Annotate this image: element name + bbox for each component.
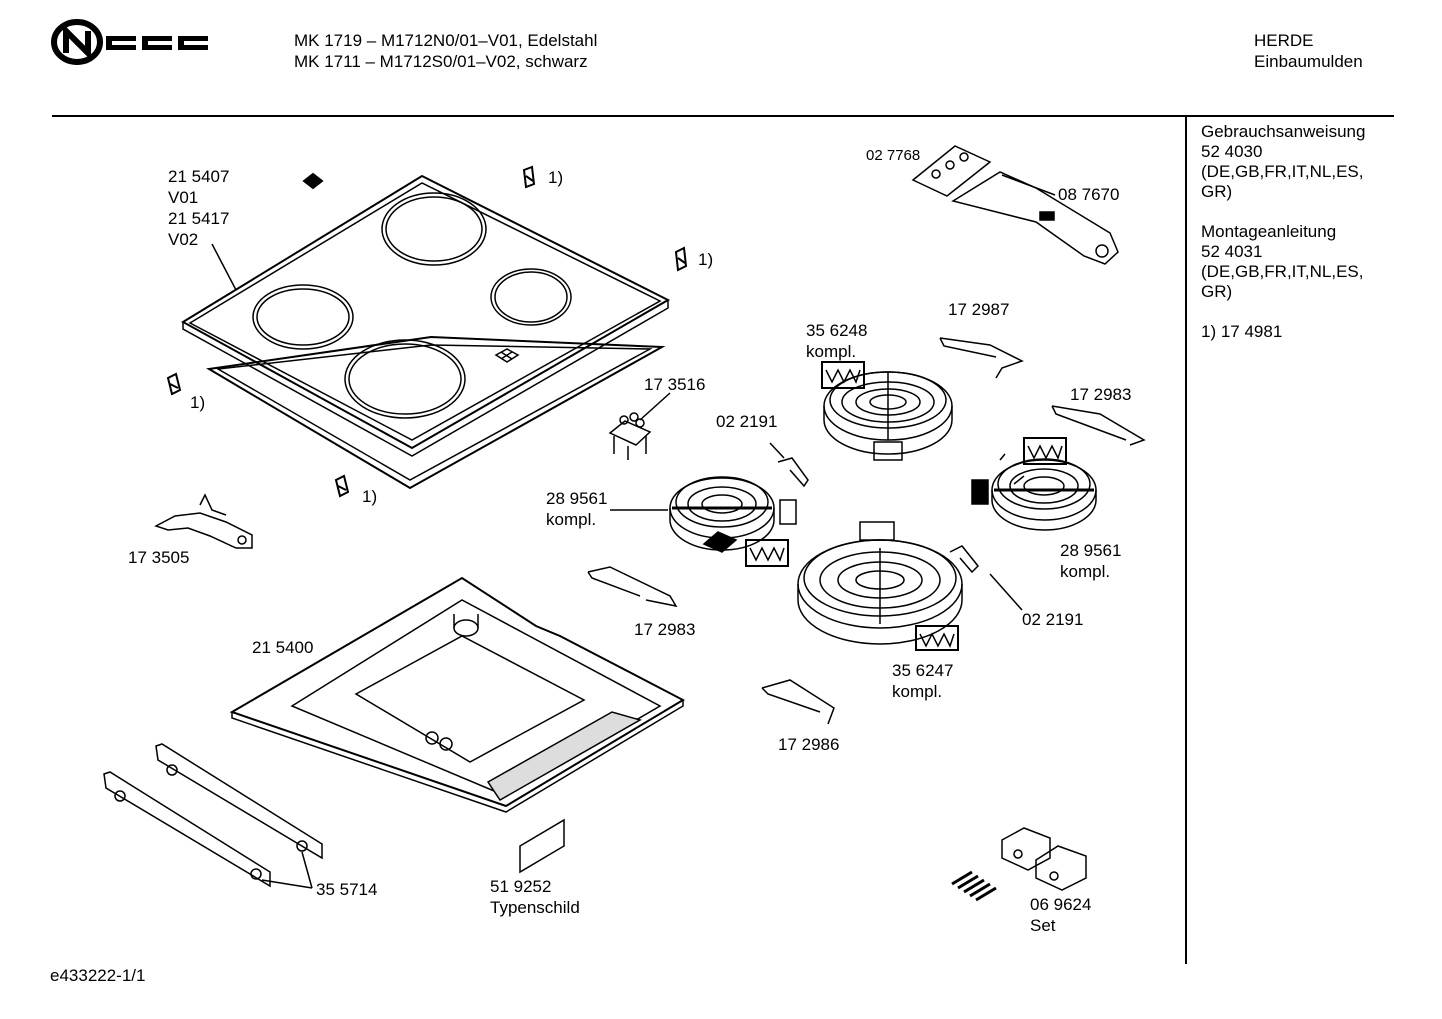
model-info: MK 1719 – M1712N0/01–V01, Edelstahl MK 1… bbox=[294, 30, 597, 72]
label-heater-289561-left: 28 9561 kompl. bbox=[546, 488, 607, 530]
heater-35-6248 bbox=[821, 361, 953, 461]
footnote: 1) 17 4981 bbox=[1201, 322, 1283, 341]
label-rail-17-2983-bottom: 17 2983 bbox=[634, 620, 696, 639]
heater-356248-kompl: kompl. bbox=[806, 342, 857, 361]
manual-languages: (DE,GB,FR,IT,NL,ES, GR) bbox=[1201, 162, 1364, 201]
label-heater-356248: 35 6248 kompl. bbox=[806, 320, 867, 362]
heater-289561-right-number: 28 9561 bbox=[1060, 541, 1122, 560]
mounting-brackets bbox=[103, 743, 323, 889]
label-fn-clip-4: 1) bbox=[362, 487, 378, 506]
rating-plate bbox=[519, 818, 565, 874]
label-bracket-355714: 35 5714 bbox=[316, 880, 378, 899]
glass-top-a-var: V01 bbox=[168, 188, 199, 207]
heater-356247-kompl: kompl. bbox=[892, 682, 943, 701]
terminal-set-number: 06 9624 bbox=[1030, 895, 1092, 914]
glass-top-b-var: V02 bbox=[168, 230, 199, 249]
label-limiter-022191-a: 02 2191 bbox=[716, 412, 778, 431]
install-title: Montageanleitung bbox=[1201, 222, 1337, 241]
category-2: Einbaumulden bbox=[1254, 52, 1363, 71]
temperature-limiters bbox=[769, 442, 1023, 611]
label-heater-356247: 35 6247 kompl. bbox=[892, 660, 953, 702]
label-glass-top: 21 5407 V01 21 5417 V02 bbox=[168, 166, 229, 250]
label-rail-17-2986: 17 2986 bbox=[778, 735, 840, 754]
category-1: HERDE bbox=[1254, 31, 1314, 50]
label-holder-17-3516: 17 3516 bbox=[644, 375, 706, 394]
label-fn-clip-2: 1) bbox=[698, 250, 714, 269]
model-line-2: MK 1711 – M1712S0/01–V02, schwarz bbox=[294, 52, 588, 71]
model-line-1: MK 1719 – M1712N0/01–V01, Edelstahl bbox=[294, 31, 598, 50]
support-rails bbox=[587, 337, 1146, 725]
label-base-215400: 21 5400 bbox=[252, 638, 314, 657]
part-17-3505 bbox=[154, 493, 253, 549]
heater-28-9561-left bbox=[610, 476, 797, 567]
scraper bbox=[911, 145, 1119, 265]
heater-35-6247 bbox=[797, 521, 963, 651]
label-fn-clip-3: 1) bbox=[190, 393, 206, 412]
holder-17-3516 bbox=[608, 392, 671, 460]
leader-lines bbox=[211, 243, 237, 291]
rating-plate-name: Typenschild bbox=[490, 898, 580, 917]
install-languages: (DE,GB,FR,IT,NL,ES, GR) bbox=[1201, 262, 1364, 301]
heater-356248-number: 35 6248 bbox=[806, 321, 868, 340]
heater-356247-number: 35 6247 bbox=[892, 661, 954, 680]
label-rail-17-2983-top: 17 2983 bbox=[1070, 385, 1132, 404]
manual-title: Gebrauchsanweisung bbox=[1201, 122, 1366, 141]
heater-289561-left-kompl: kompl. bbox=[546, 510, 597, 529]
label-rail-17-2987: 17 2987 bbox=[948, 300, 1010, 319]
label-heater-289561-right: 28 9561 kompl. bbox=[1060, 540, 1121, 582]
label-fn-clip-1: 1) bbox=[548, 168, 564, 187]
sidebar-divider bbox=[1185, 117, 1187, 964]
label-scraper: 08 7670 bbox=[1058, 185, 1120, 204]
base-tray bbox=[229, 576, 686, 813]
header-divider bbox=[52, 115, 1394, 117]
glass-top-b: 21 5417 bbox=[168, 209, 230, 228]
clip-icon bbox=[166, 165, 688, 498]
label-terminal-set: 06 9624 Set bbox=[1030, 894, 1091, 936]
exploded-parts-diagram bbox=[103, 145, 1146, 902]
install-number: 52 4031 bbox=[1201, 242, 1263, 261]
terminal-set bbox=[951, 827, 1087, 902]
label-scraper-blades: 02 7768 bbox=[866, 147, 921, 164]
label-part-17-3505: 17 3505 bbox=[128, 548, 190, 567]
glass-ceramic-top bbox=[181, 174, 671, 490]
category-info: HERDE Einbaumulden bbox=[1254, 30, 1363, 72]
rating-plate-number: 51 9252 bbox=[490, 877, 552, 896]
document-id: e433222-1/1 bbox=[50, 966, 146, 985]
label-rating-plate: 51 9252 Typenschild bbox=[490, 876, 580, 918]
manual-number: 52 4030 bbox=[1201, 142, 1263, 161]
label-limiter-022191-b: 02 2191 bbox=[1022, 610, 1084, 629]
terminal-set-name: Set bbox=[1030, 916, 1056, 935]
heater-289561-left-number: 28 9561 bbox=[546, 489, 608, 508]
brand-text: NEFF bbox=[140, 65, 146, 67]
glass-top-a: 21 5407 bbox=[168, 167, 230, 186]
heater-289561-right-kompl: kompl. bbox=[1060, 562, 1111, 581]
document-sidebar: Gebrauchsanweisung 52 4030 (DE,GB,FR,IT,… bbox=[1201, 122, 1391, 362]
heater-28-9561-right bbox=[971, 437, 1097, 531]
neff-logo: NEFF bbox=[50, 14, 220, 75]
